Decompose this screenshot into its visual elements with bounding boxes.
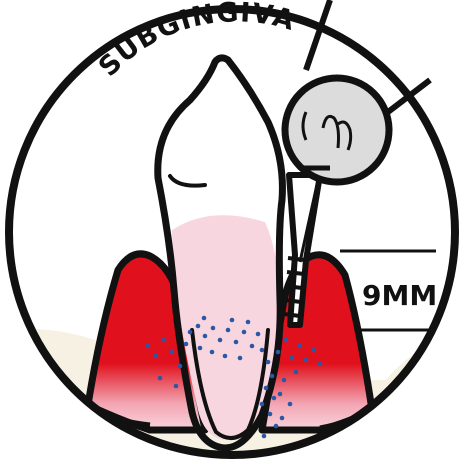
dental-mirror-icon bbox=[285, 78, 389, 182]
measurement-label: 9MM bbox=[362, 279, 437, 312]
